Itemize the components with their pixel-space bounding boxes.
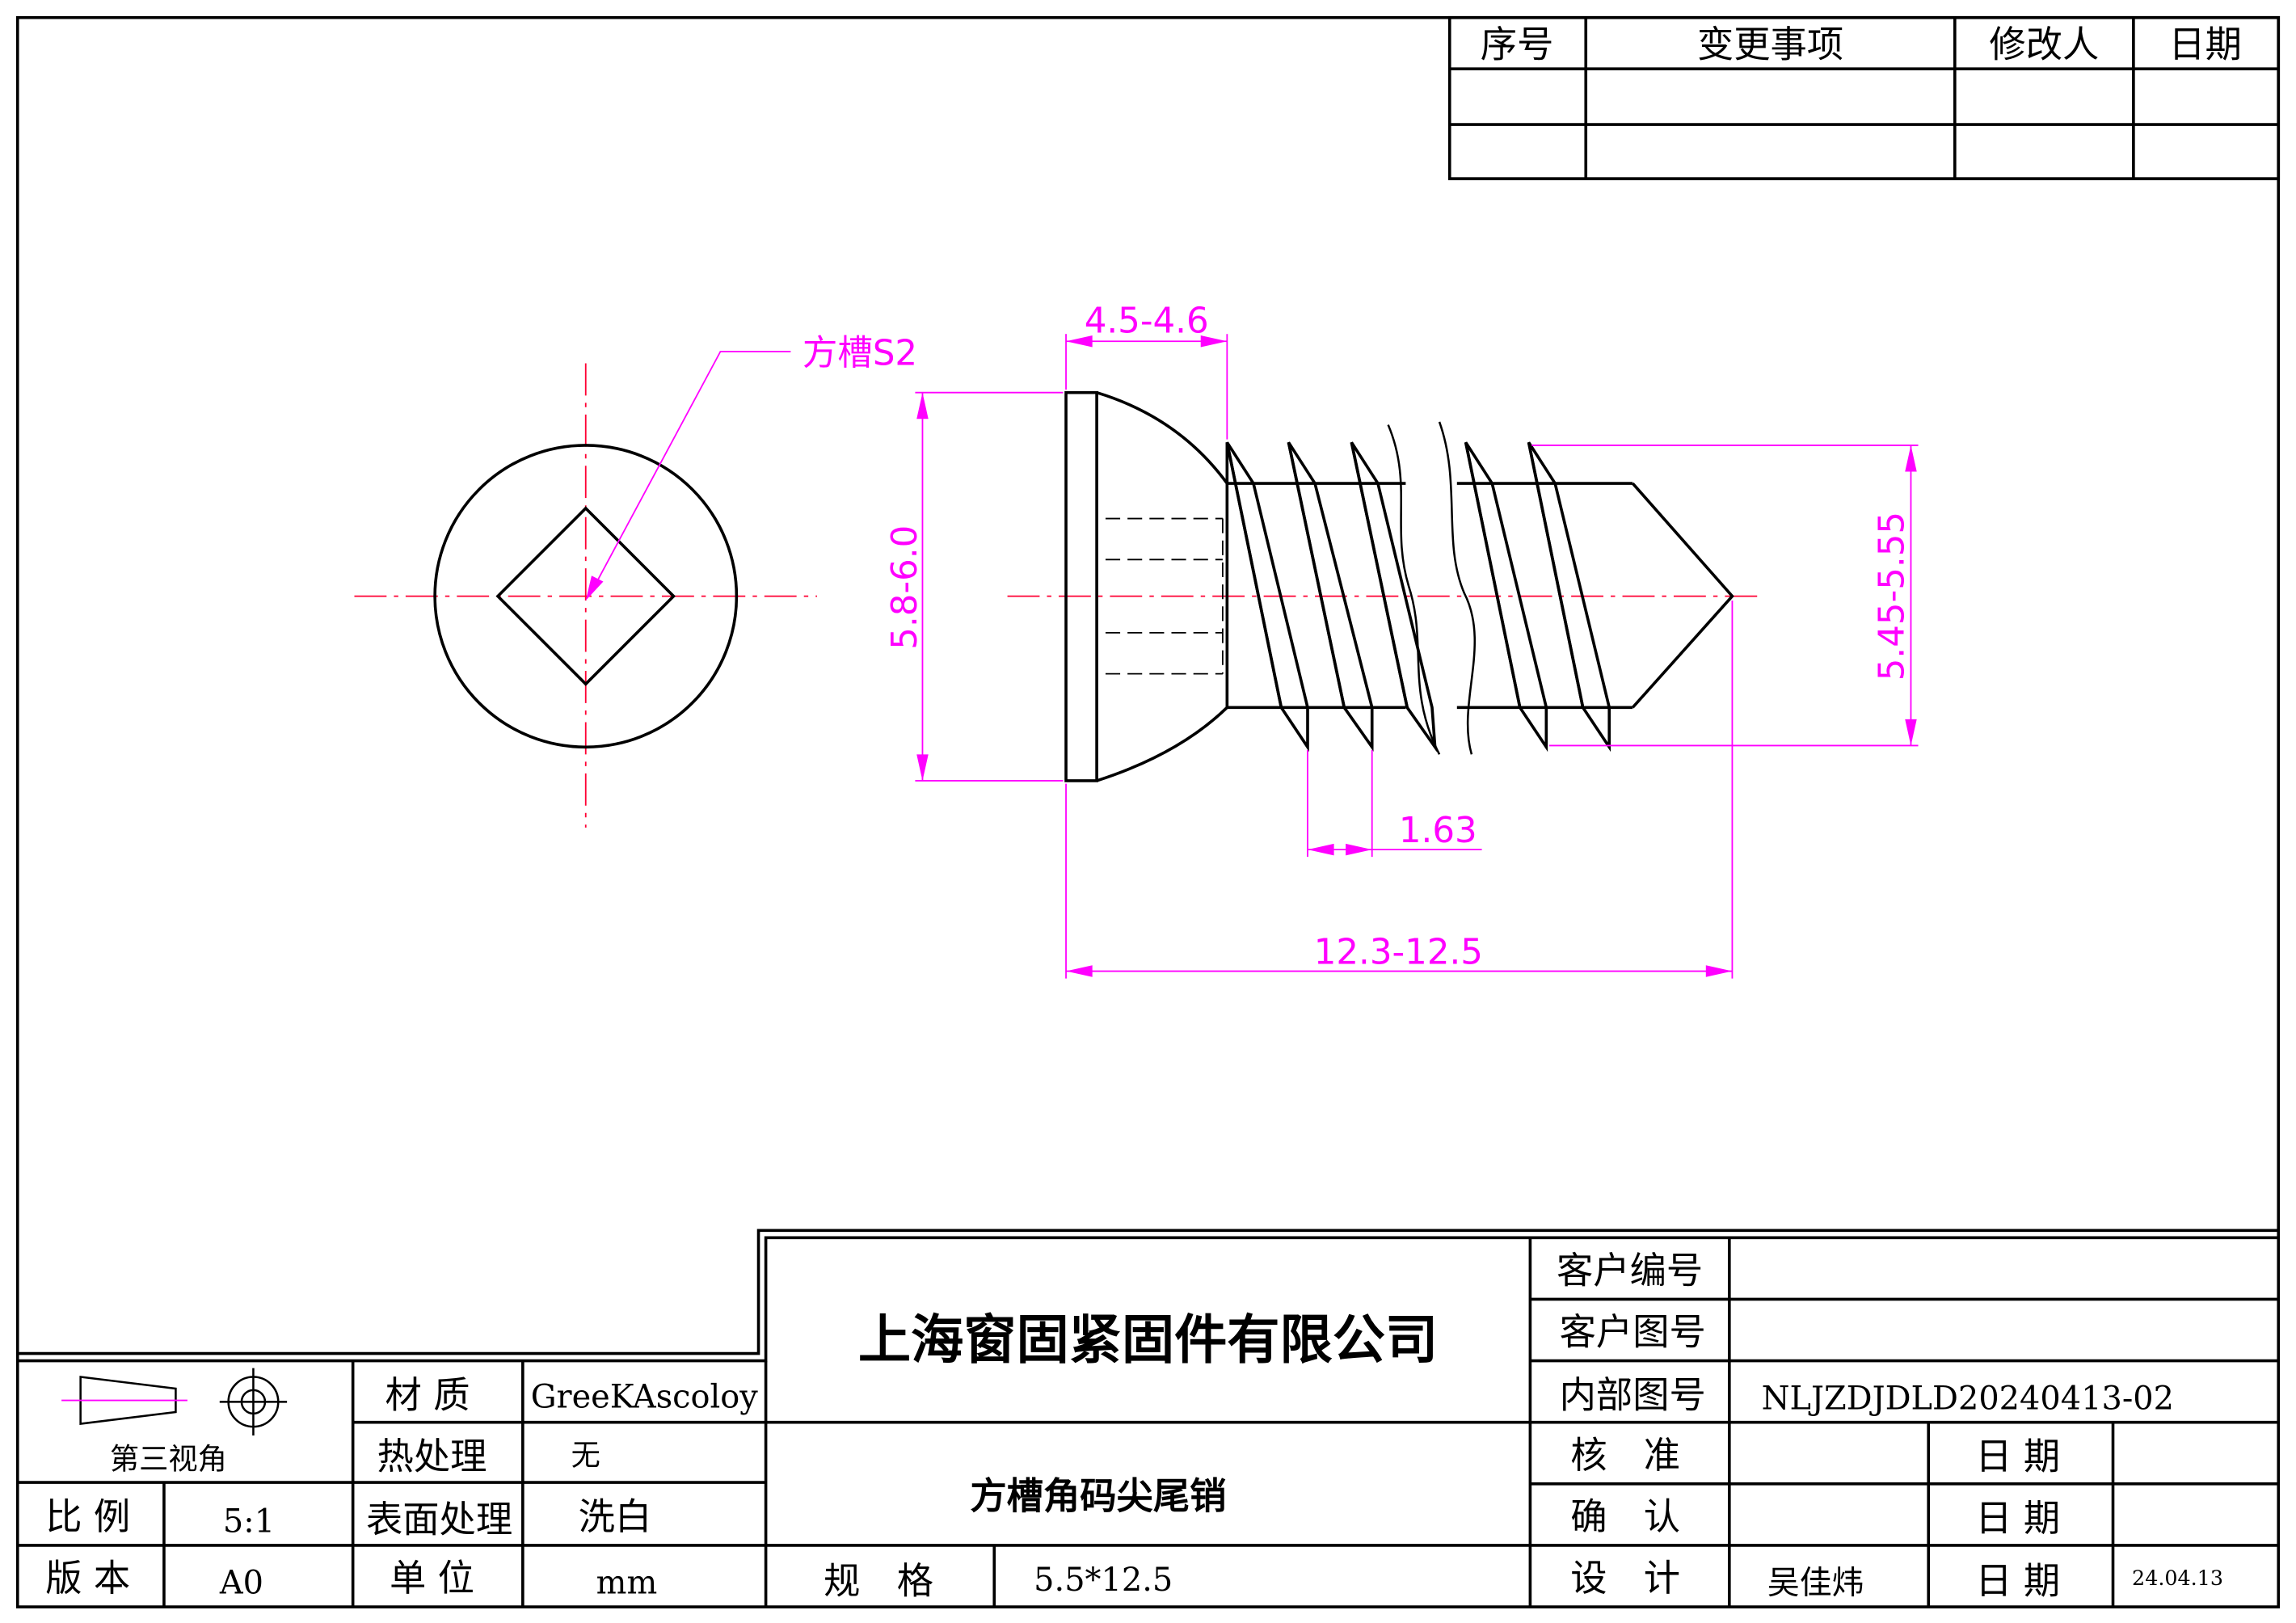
heat-treatment-value: 无 — [571, 1437, 600, 1472]
version-label: 版 本 — [45, 1557, 130, 1600]
surface-treatment-label: 表面处理 — [366, 1499, 512, 1541]
rev-header-change: 变更事项 — [1697, 23, 1843, 66]
screw-side-view — [1007, 390, 1758, 782]
material-label: 材 质 — [385, 1374, 470, 1417]
customer-no-label: 客户编号 — [1557, 1250, 1703, 1292]
approve-date-label: 日 期 — [1975, 1435, 2060, 1478]
design-date-label: 日 期 — [1975, 1560, 2060, 1603]
dimensions: 4.5-4.6 5.8-6.0 5.45-5.55 1.63 12.3-12.5 — [885, 301, 1919, 979]
scale-value: 5:1 — [223, 1503, 275, 1541]
internal-drawing-label: 内部图号 — [1560, 1374, 1706, 1417]
third-angle-projection-icon — [61, 1368, 288, 1436]
unit-value: mm — [596, 1565, 658, 1602]
dim-head-diameter: 5.8-6.0 — [885, 525, 925, 650]
revision-table: 序号 变更事项 修改人 日期 — [1447, 15, 2281, 180]
dim-total-length: 12.3-12.5 — [1314, 932, 1483, 972]
internal-drawing-value: NLJZDJDLD20240413-02 — [1762, 1380, 2174, 1417]
approve-label: 核 准 — [1570, 1434, 1680, 1477]
heat-treatment-label: 热处理 — [377, 1435, 487, 1478]
unit-label: 单 位 — [390, 1557, 474, 1600]
part-name: 方槽角码尖尾销 — [970, 1474, 1226, 1518]
title-block: 第三视角 材 质 GreeKAscoloy 热处理 无 表面处理 洗白 比 例 … — [17, 1229, 2279, 1608]
design-date: 24.04.13 — [2132, 1566, 2223, 1590]
end-view: 方槽S2 — [354, 333, 917, 828]
spec-value: 5.5*12.5 — [1034, 1562, 1173, 1599]
rev-header-no: 序号 — [1481, 23, 1554, 66]
version-value: A0 — [219, 1565, 263, 1602]
dim-pitch: 1.63 — [1399, 811, 1477, 851]
projection-label: 第三视角 — [110, 1442, 227, 1477]
confirm-label: 确 认 — [1570, 1495, 1680, 1538]
customer-drawing-label: 客户图号 — [1560, 1311, 1706, 1354]
dim-thread-diameter: 5.45-5.55 — [1872, 512, 1912, 681]
spec-label: 规 格 — [824, 1560, 933, 1603]
scale-label: 比 例 — [45, 1495, 130, 1538]
confirm-date-label: 日 期 — [1975, 1497, 2060, 1540]
design-label: 设 计 — [1570, 1557, 1680, 1600]
material-value: GreeKAscoloy — [531, 1379, 759, 1416]
sheet-border — [15, 15, 2281, 1608]
designer-name: 吴佳炜 — [1767, 1565, 1864, 1602]
slot-label: 方槽S2 — [803, 333, 917, 373]
rev-header-editor: 修改人 — [1989, 23, 2099, 66]
company-name: 上海窗固紧固件有限公司 — [858, 1309, 1438, 1371]
surface-treatment-value: 洗白 — [579, 1495, 652, 1538]
dim-head-length: 4.5-4.6 — [1085, 301, 1209, 341]
rev-header-date: 日期 — [2168, 23, 2242, 66]
